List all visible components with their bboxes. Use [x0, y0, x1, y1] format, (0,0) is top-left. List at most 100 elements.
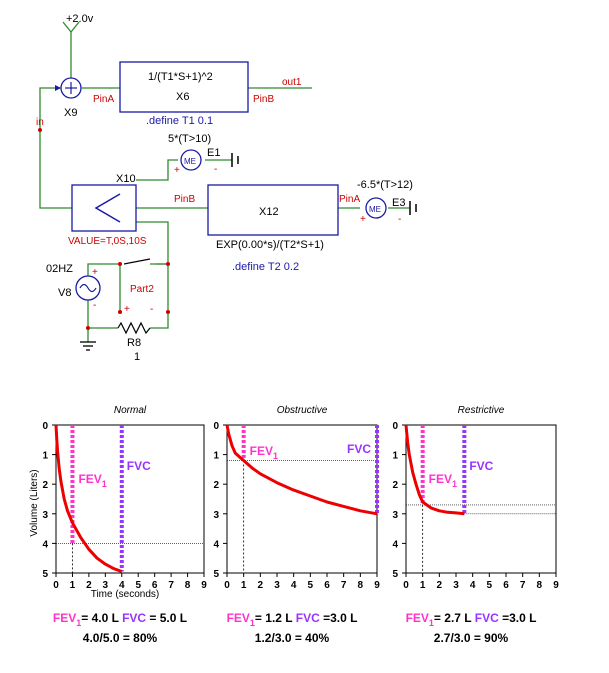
result-line: FEV1= 4.0 L FVC = 5.0 L	[53, 611, 187, 628]
out-label: out1	[282, 77, 302, 88]
node-dots	[86, 262, 170, 330]
x-tick-label: 4	[291, 580, 297, 591]
x12-pin-a: PinA	[339, 194, 360, 205]
y-tick-label: 5	[42, 569, 48, 580]
plot-frame	[55, 424, 205, 574]
in-label: in	[36, 117, 44, 128]
fev1-subscript: 1	[102, 479, 107, 489]
x-tick-label: 4	[119, 580, 125, 591]
y-tick-label: 2	[42, 480, 48, 491]
x-tick-label: 5	[308, 580, 314, 591]
result-fev1-value: = 1.2 L	[255, 611, 296, 625]
x10-symbol-icon	[94, 193, 121, 223]
x12-label: X12	[259, 206, 279, 218]
volume-curve	[404, 424, 465, 516]
e1-minus: -	[214, 164, 217, 175]
ground-icon	[80, 341, 96, 351]
in-node-dot	[38, 128, 42, 132]
x9-label: X9	[64, 107, 77, 119]
y-tick-label: 4	[392, 539, 398, 550]
meter-e3-icon: ME	[365, 197, 417, 219]
define-t2: .define T2 0.2	[232, 261, 299, 273]
x-tick-label: 6	[503, 580, 509, 591]
result-fev1-subscript: 1	[429, 618, 434, 628]
x-tick-label: 5	[135, 580, 141, 591]
x-tick-label: 8	[185, 580, 191, 591]
x-tick-label: 2	[258, 580, 264, 591]
result-fvc-label: FVC	[122, 611, 146, 625]
meter-e1-icon: ME	[180, 149, 239, 171]
y-tick-label: 1	[42, 451, 48, 462]
chart-title: Obstructive	[277, 405, 328, 416]
fvc-label: FVC	[347, 442, 371, 456]
x10-block	[71, 184, 137, 232]
x-tick-label: 4	[470, 580, 476, 591]
x-tick-label: 3	[453, 580, 459, 591]
y-tick-label: 4	[213, 539, 219, 550]
result-line: FEV1= 2.7 L FVC =3.0 L	[406, 611, 537, 628]
x-axis-label: Time (seconds)	[91, 589, 160, 600]
volume-curve	[225, 424, 378, 516]
schematic: +2.0v X9	[36, 13, 417, 363]
x12-formula: EXP(0.00*s)/(T2*S+1)	[216, 239, 324, 251]
x-tick-label: 3	[103, 580, 109, 591]
arrow-into-junction-icon	[55, 85, 61, 91]
x-tick-label: 8	[358, 580, 364, 591]
y-tick-label: 5	[392, 569, 398, 580]
x-tick-label: 6	[324, 580, 330, 591]
x6-block	[119, 61, 249, 113]
x-tick-label: 1	[420, 580, 426, 591]
y-tick-label: 2	[213, 480, 219, 491]
v8-plus: +	[92, 267, 98, 278]
x-tick-label: 8	[537, 580, 543, 591]
x-tick-label: 9	[201, 580, 207, 591]
x6-pin-b: PinB	[253, 94, 274, 105]
e1-expr: 5*(T>10)	[168, 133, 211, 145]
plot-frame	[226, 424, 378, 574]
part2-plus: +	[124, 304, 130, 315]
ratio-label: 4.0/5.0 = 80%	[83, 631, 158, 645]
e3-expr: -6.5*(T>12)	[357, 179, 413, 191]
x-tick-label: 0	[53, 580, 59, 591]
y-tick-label: 1	[213, 451, 219, 462]
x-tick-label: 9	[553, 580, 559, 591]
x-tick-label: 2	[437, 580, 443, 591]
y-tick-label: 4	[42, 539, 48, 550]
fev1-subscript: 1	[273, 451, 278, 461]
result-fvc-label: FVC	[296, 611, 320, 625]
x12-block	[207, 184, 339, 236]
wires-top	[39, 87, 410, 342]
freq-label: 02HZ	[46, 263, 73, 275]
x10-value: VALUE=T,0S,10S	[68, 236, 147, 247]
svg-text:ME: ME	[369, 205, 381, 214]
fev1-subscript: 1	[452, 479, 457, 489]
fev1-label: FEV1	[250, 444, 278, 461]
result-fvc-value: =3.0 L	[499, 611, 537, 625]
fvc-label: FVC	[469, 459, 493, 473]
y-tick-label: 2	[392, 480, 398, 491]
v8-minus: -	[93, 300, 96, 311]
x-tick-label: 7	[341, 580, 347, 591]
resistor-r8-icon	[117, 321, 151, 335]
chart-title: Restrictive	[458, 405, 505, 416]
x-tick-label: 9	[374, 580, 380, 591]
v8-label: V8	[58, 287, 71, 299]
supply-label: +2.0v	[66, 13, 94, 25]
y-tick-label: 5	[213, 569, 219, 580]
x6-formula: 1/(T1*S+1)^2	[148, 71, 213, 83]
x-tick-label: 0	[224, 580, 230, 591]
x-tick-label: 6	[152, 580, 158, 591]
x10-pin-b: PinB	[174, 194, 195, 205]
e1-label: E1	[207, 147, 220, 159]
x-tick-label: 1	[241, 580, 247, 591]
result-fev1-subscript: 1	[250, 618, 255, 628]
fvc-label: FVC	[127, 459, 151, 473]
fev1-label: FEV1	[429, 472, 457, 489]
y-tick-label: 3	[213, 510, 219, 521]
result-fev1-label: FEV	[406, 611, 429, 625]
